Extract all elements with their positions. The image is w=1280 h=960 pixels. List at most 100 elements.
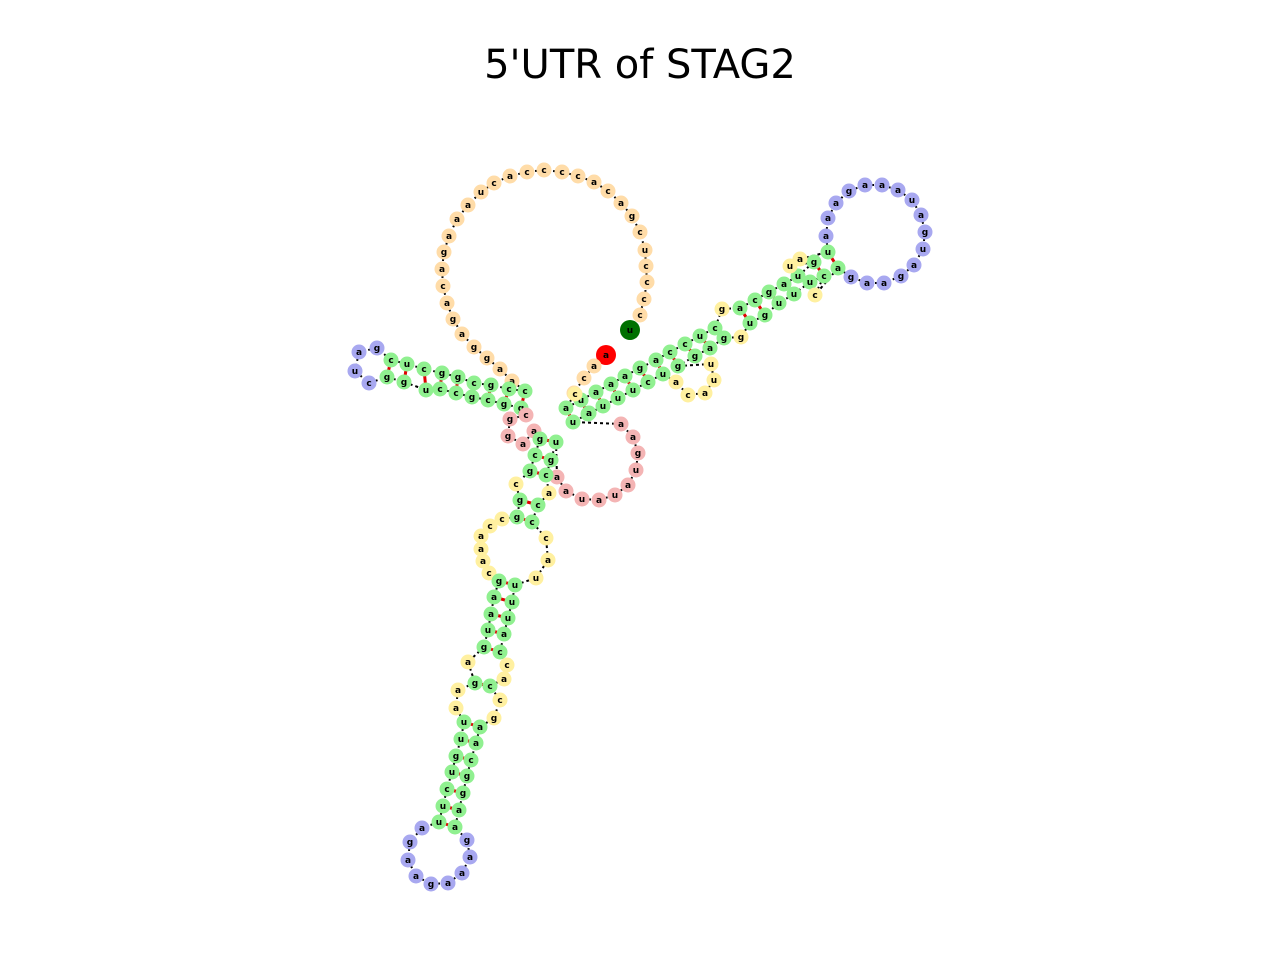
svg-text:a: a (596, 496, 602, 506)
nucleotide: u (399, 356, 415, 372)
svg-text:g: g (514, 513, 520, 523)
diagram-title: 5'UTR of STAG2 (484, 42, 796, 88)
svg-text:c: c (543, 471, 548, 481)
svg-text:c: c (487, 682, 492, 692)
svg-text:c: c (645, 378, 650, 388)
nucleotide: u (625, 382, 641, 398)
svg-text:c: c (541, 166, 546, 176)
svg-text:c: c (812, 291, 817, 301)
svg-text:u: u (615, 394, 621, 404)
svg-text:a: a (554, 473, 560, 483)
svg-text:g: g (527, 467, 533, 477)
nucleotides: auccccucgacaccccacuaaagacagaggaaaccccgcg… (347, 162, 933, 892)
nucleotide: g (624, 208, 640, 224)
svg-text:g: g (637, 364, 643, 374)
nucleotide: c (435, 278, 451, 294)
svg-text:a: a (781, 280, 787, 290)
svg-text:c: c (437, 385, 442, 395)
svg-text:a: a (707, 344, 713, 354)
nucleotide: a (874, 177, 890, 193)
svg-text:a: a (673, 378, 679, 388)
nucleotide: c (816, 268, 832, 284)
nucleotide: u (820, 244, 836, 260)
svg-text:g: g (766, 288, 772, 298)
svg-text:g: g (464, 836, 470, 846)
svg-text:u: u (791, 290, 797, 300)
svg-text:u: u (787, 262, 793, 272)
nucleotide: u (507, 577, 523, 593)
svg-text:c: c (504, 661, 509, 671)
svg-text:a: a (491, 593, 497, 603)
nucleotide: c (527, 447, 543, 463)
svg-text:g: g (374, 344, 380, 354)
svg-text:c: c (522, 387, 527, 397)
nucleotide: a (818, 228, 834, 244)
svg-text:c: c (667, 348, 672, 358)
svg-text:c: c (468, 756, 473, 766)
svg-text:a: a (497, 365, 503, 375)
svg-text:c: c (605, 187, 610, 197)
nucleotide: g (369, 340, 385, 356)
svg-text:a: a (455, 686, 461, 696)
nucleotide: g (483, 377, 499, 393)
svg-text:g: g (517, 496, 523, 506)
svg-text:a: a (833, 199, 839, 209)
svg-text:u: u (485, 626, 491, 636)
svg-text:a: a (478, 545, 484, 555)
svg-text:a: a (446, 232, 452, 242)
svg-text:c: c (388, 356, 393, 366)
nucleotide: a (859, 275, 875, 291)
nucleotide: u (500, 610, 516, 626)
nucleotide: c (538, 467, 554, 483)
nucleotide: g (630, 445, 646, 461)
svg-text:u: u (920, 245, 926, 255)
nucleotide: a (454, 326, 470, 342)
nucleotide: u (628, 462, 644, 478)
nucleotide: a (475, 553, 491, 569)
nucleotide: g (436, 244, 452, 260)
nucleotide: c (508, 476, 524, 492)
nucleotide: c (807, 287, 823, 303)
nucleotide: g (502, 411, 518, 427)
svg-text:a: a (864, 279, 870, 289)
nucleotide: a (588, 384, 604, 400)
svg-text:a: a (501, 675, 507, 685)
nucleotide: a (617, 368, 633, 384)
nucleotide: a (648, 352, 664, 368)
svg-text:a: a (507, 172, 513, 182)
svg-text:c: c (491, 179, 496, 189)
svg-text:g: g (811, 258, 817, 268)
nucleotide: c (463, 752, 479, 768)
nucleotide: g (459, 768, 475, 784)
three-prime-end: u (620, 320, 640, 340)
nucleotide: c (747, 292, 763, 308)
svg-text:a: a (618, 199, 624, 209)
nucleotide: c (530, 497, 546, 513)
nucleotide: a (440, 875, 456, 891)
svg-text:u: u (553, 438, 559, 448)
nucleotide: c (638, 258, 654, 274)
svg-text:a: a (452, 823, 458, 833)
svg-text:a: a (439, 265, 445, 275)
svg-text:g: g (464, 772, 470, 782)
nucleotide: u (637, 242, 653, 258)
nucleotide: g (459, 832, 475, 848)
svg-text:c: c (581, 374, 586, 384)
nucleotide: a (828, 195, 844, 211)
nucleotide: c (481, 565, 497, 581)
svg-text:c: c (712, 324, 717, 334)
nucleotide: u (790, 268, 806, 284)
nucleotide: a (776, 276, 792, 292)
nucleotide: a (857, 177, 873, 193)
svg-text:a: a (630, 433, 636, 443)
nucleotide: u (742, 315, 758, 331)
svg-text:a: a (356, 348, 362, 358)
nucleotide: g (917, 224, 933, 240)
nucleotide: a (483, 606, 499, 622)
nucleotide: c (632, 224, 648, 240)
svg-text:g: g (471, 343, 477, 353)
nucleotide: c (707, 320, 723, 336)
nucleotide: u (574, 491, 590, 507)
nucleotide: a (462, 849, 478, 865)
nucleotide: c (636, 291, 652, 307)
